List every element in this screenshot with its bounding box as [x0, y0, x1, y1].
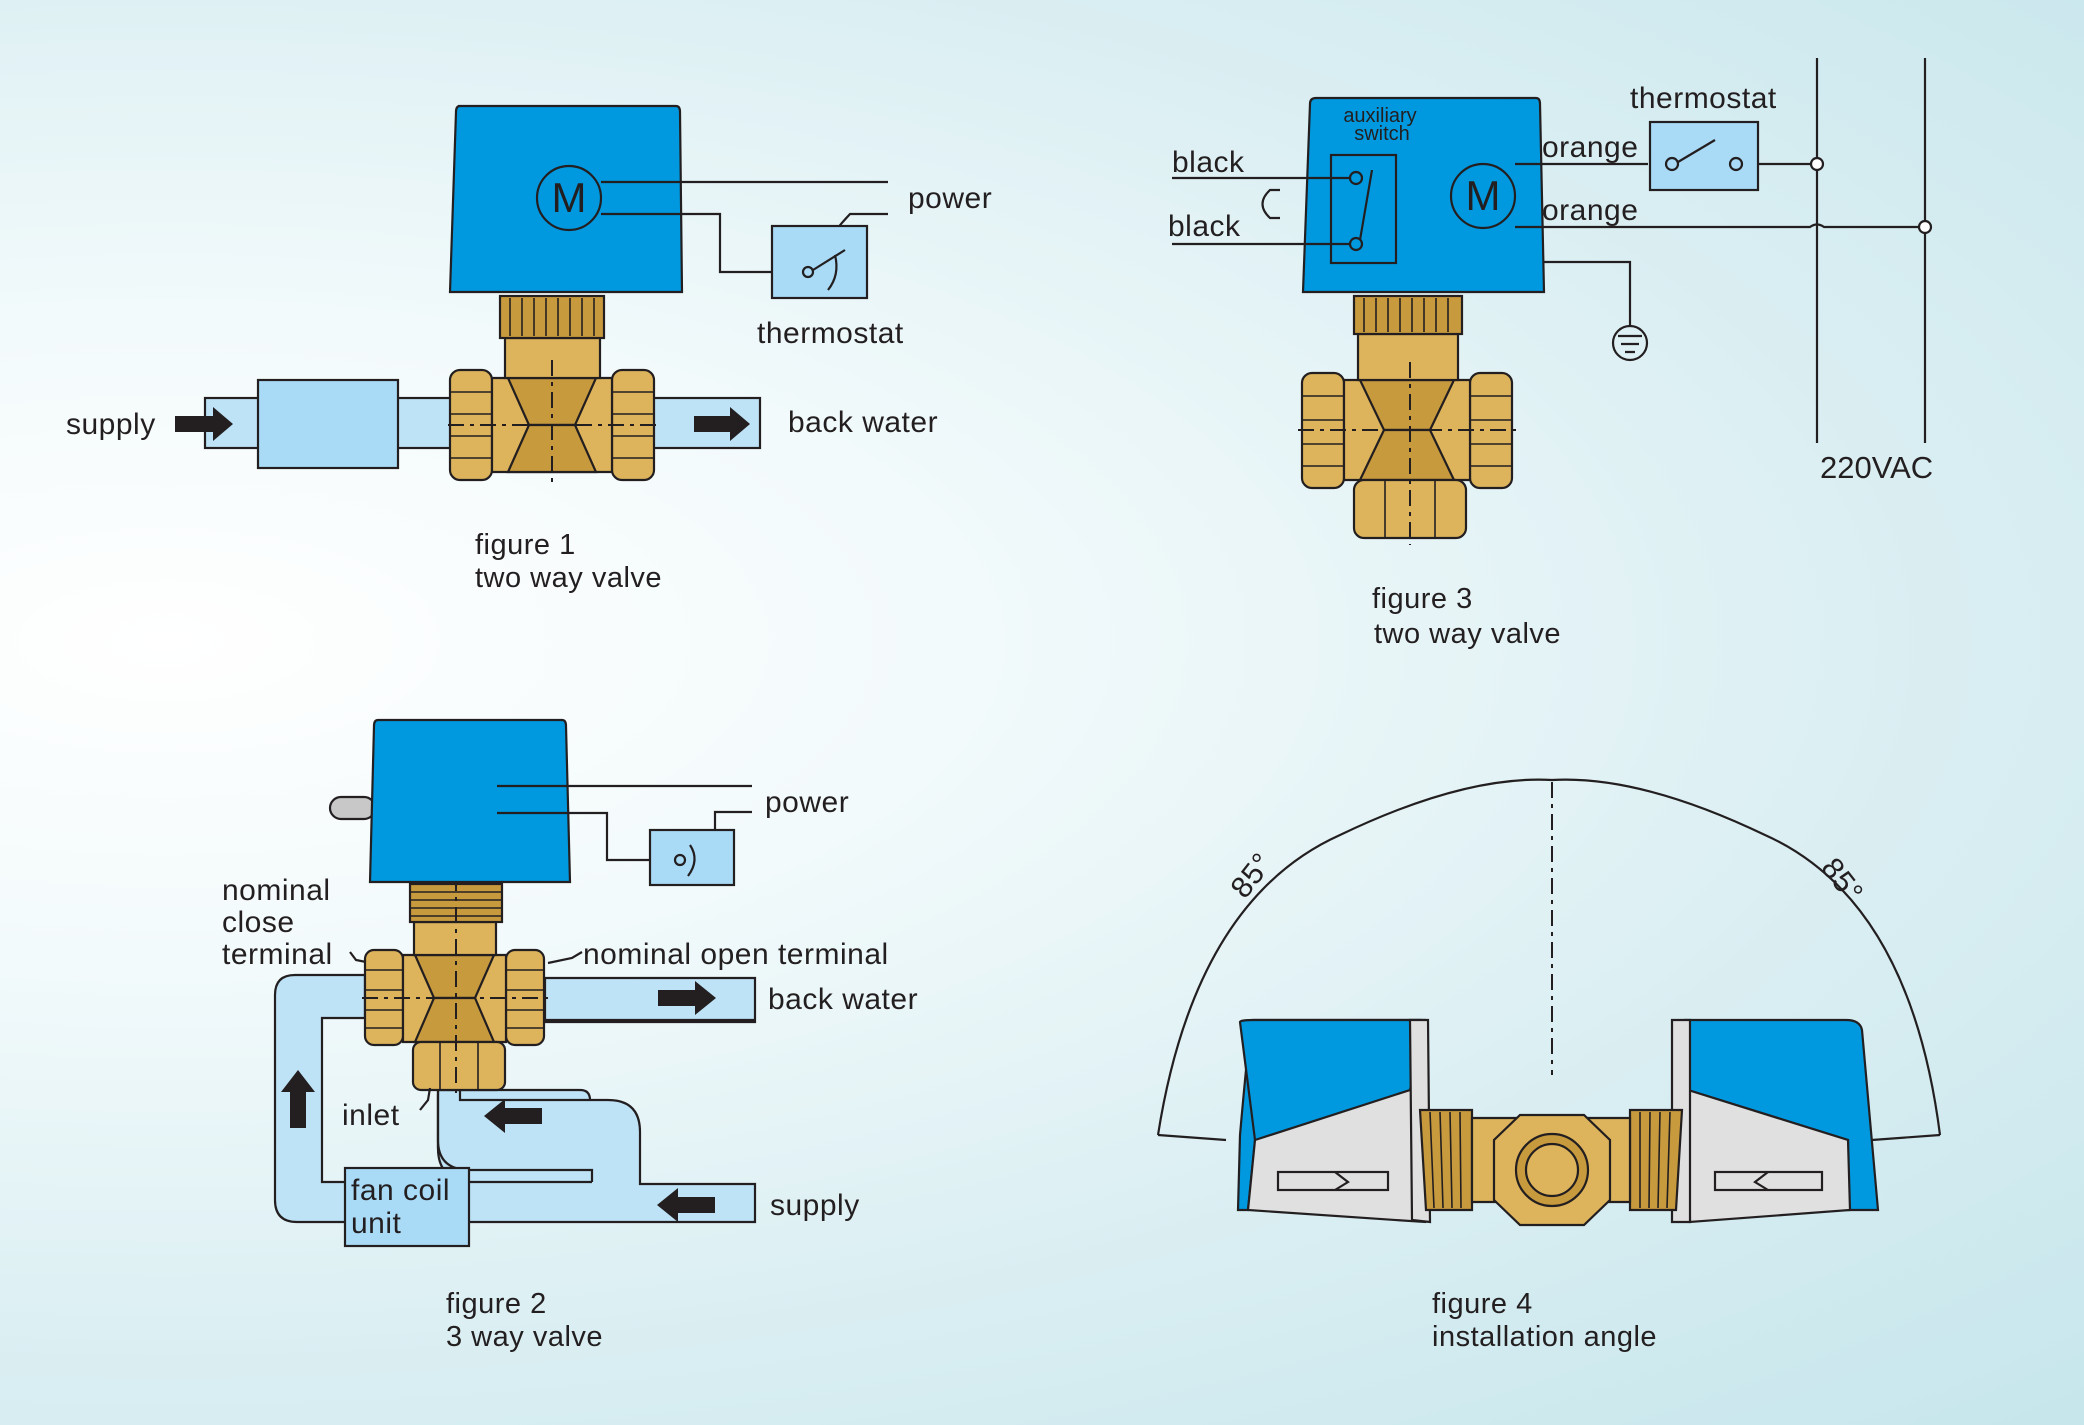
figure2-manual-lever	[328, 795, 377, 821]
figure1-filter-box	[256, 378, 400, 470]
figure1-thermostat-label: thermostat	[757, 317, 904, 350]
figure2-valve-body	[362, 875, 548, 1095]
figure2-group: power nominal close terminal nominal ope…	[222, 718, 918, 1353]
figure4-actuator-right	[1670, 1018, 1880, 1224]
figure3-caption-subtitle: two way valve	[1374, 618, 1561, 650]
figure2-back-water-pipe	[543, 976, 757, 1024]
figure2-caption-subtitle: 3 way valve	[446, 1321, 603, 1353]
figure2-power-label: power	[765, 786, 849, 819]
figure4-group: 85° 85° figure 4 installation angle	[1156, 778, 1942, 1353]
figure4-angle-left-label: 85°	[1225, 847, 1280, 904]
figure2-nominal-close-label-line2: close	[222, 906, 295, 939]
figure3-motor-symbol	[1449, 162, 1517, 230]
figure2-supply-label: supply	[770, 1189, 860, 1222]
figure3-black-label-bottom: black	[1168, 210, 1241, 243]
figure3-caption-title: figure 3	[1372, 583, 1473, 615]
figure2-fan-coil-label-line2: unit	[351, 1207, 402, 1240]
figure2-actuator	[368, 718, 572, 884]
figure1-power-label: power	[908, 182, 992, 215]
figure1-motor-label: M	[552, 174, 587, 221]
figure1-back-water-arrow	[694, 407, 750, 441]
figure3-voltage-label: 220VAC	[1820, 450, 1933, 485]
figure1-back-water-label: back water	[788, 406, 938, 439]
figure3-black-loop	[1261, 188, 1280, 220]
figure1-caption-subtitle: two way valve	[475, 562, 662, 594]
figure1-supply-arrow	[175, 407, 233, 441]
figure2-thermostat-box	[648, 828, 736, 887]
figure2-nominal-close-label-line3: terminal	[222, 938, 333, 971]
figure1-caption-title: figure 1	[475, 529, 576, 561]
figure2-power-wire-bottom	[497, 810, 752, 862]
figure1-group: M supply back water power thermostat fig…	[66, 104, 992, 594]
figure4-valve-body	[1418, 1108, 1684, 1227]
figure3-actuator	[1301, 96, 1546, 294]
figure3-black-label-top: black	[1172, 146, 1245, 179]
figure4-angle-arc	[1156, 778, 1942, 1136]
figure3-auxiliary-label-line1: auxiliary	[1343, 105, 1416, 127]
figure2-nominal-close-label-line1: nominal	[222, 874, 331, 907]
figure1-actuator	[448, 104, 684, 294]
figure2-fan-coil-label-line1: fan coil	[351, 1174, 450, 1207]
figure3-group: auxiliary switch M black black orange or…	[1168, 58, 1933, 650]
figure2-supply-arrow	[657, 1188, 715, 1222]
figure2-inlet-arrow	[484, 1099, 542, 1133]
figure4-actuator-left	[1236, 1018, 1432, 1224]
figure2-fan-coil-box	[343, 1166, 471, 1248]
figure4-angle-right-label: 85°	[1814, 852, 1869, 909]
figure3-valve-body	[1298, 294, 1522, 545]
figure3-ground-wire	[1544, 260, 1632, 325]
figure3-auxiliary-switch-box	[1329, 153, 1398, 265]
figure4-caption-title: figure 4	[1432, 1288, 1533, 1320]
figure3-orange-label-top: orange	[1542, 131, 1638, 164]
figure2-inlet-label: inlet	[342, 1099, 400, 1132]
figure3-thermostat-box	[1648, 120, 1760, 192]
figure3-motor-label: M	[1466, 172, 1501, 219]
figure2-caption-title: figure 2	[446, 1288, 547, 1320]
figure2-back-water-arrow	[658, 981, 716, 1015]
figure3-auxiliary-label-line2: switch	[1354, 123, 1410, 145]
figure4-caption-subtitle: installation angle	[1432, 1321, 1657, 1353]
figure1-motor-symbol	[535, 164, 603, 232]
figure1-valve-body	[448, 294, 660, 485]
figure1-supply-label: supply	[66, 408, 156, 441]
figure2-up-arrow	[281, 1070, 315, 1128]
figure2-nominal-open-label: nominal open terminal	[583, 938, 889, 971]
figure3-thermostat-label: thermostat	[1630, 82, 1777, 115]
figure2-back-water-label: back water	[768, 983, 918, 1016]
figure3-orange-label-bottom: orange	[1542, 194, 1638, 227]
figure3-ground-symbol	[1611, 324, 1649, 362]
figure1-thermostat-box	[770, 224, 869, 300]
